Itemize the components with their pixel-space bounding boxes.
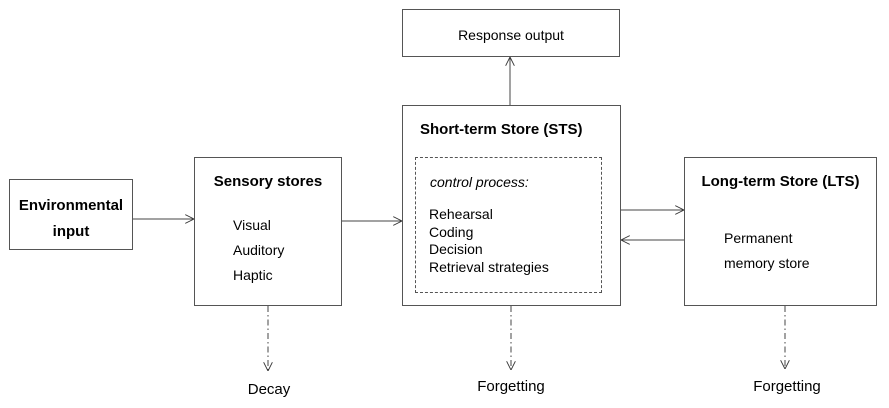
process-rehearsal: Rehearsal — [429, 206, 493, 222]
response-output-box — [402, 9, 620, 57]
response-output-label: Response output — [458, 27, 564, 43]
sts-forgetting-label: Forgetting — [477, 378, 545, 395]
lts-line-permanent: Permanent — [724, 230, 793, 246]
lts-line-memory-store: memory store — [724, 255, 810, 271]
process-retrieval-strategies: Retrieval strategies — [429, 258, 549, 275]
long-term-store-title: Long-term Store (LTS) — [701, 173, 860, 190]
long-term-store-description: Permanent memory store — [724, 226, 810, 276]
short-term-store-title: Short-term Store (STS) — [420, 121, 583, 138]
control-process-label: control process: — [430, 174, 529, 190]
sensory-stores-box — [194, 157, 342, 306]
process-coding: Coding — [429, 223, 474, 240]
sensory-item-auditory: Auditory — [233, 242, 285, 258]
environmental-input-label: Environmental input — [9, 193, 133, 245]
environmental-input-line2: input — [52, 223, 90, 240]
environmental-input-line1: Environmental — [18, 197, 124, 214]
sensory-item-visual: Visual — [233, 217, 271, 233]
environmental-input-box — [9, 179, 133, 250]
sensory-stores-title: Sensory stores — [213, 173, 323, 190]
long-term-store-box — [684, 157, 877, 306]
sensory-item-haptic: Haptic — [233, 267, 273, 283]
decay-label: Decay — [247, 381, 291, 398]
control-process-box — [415, 157, 602, 293]
control-process-list: Rehearsal Coding Decision Retrieval stra… — [429, 206, 549, 276]
lts-forgetting-label: Forgetting — [753, 378, 821, 395]
process-decision: Decision — [429, 241, 483, 257]
sensory-items-list: Visual Auditory Haptic — [233, 213, 284, 288]
